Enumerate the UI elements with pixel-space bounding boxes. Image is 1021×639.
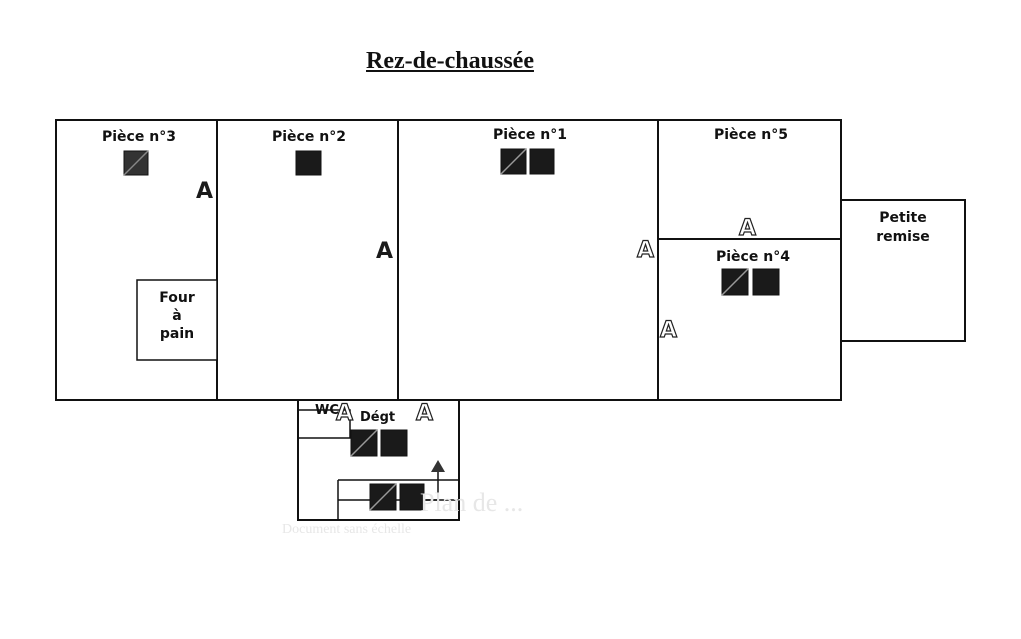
marker-slash-degt (350, 429, 378, 457)
petite-remise-line-2: remise (876, 229, 930, 245)
room-label-petite-remise: Petite remise (866, 209, 940, 247)
marker-slash-p1a (500, 148, 527, 175)
four-a-pain-line-2: à (172, 308, 182, 324)
ghost-text-1: Plan de ... (420, 488, 524, 517)
a-markers: A A A A A A A (196, 179, 757, 427)
a-marker: A (739, 216, 756, 241)
room-label-four-a-pain: Four à pain (147, 289, 207, 343)
stair-arrow-line (420, 470, 439, 501)
stair-arrow-head (431, 460, 445, 472)
marker-slash-p4a (721, 268, 749, 296)
a-marker: A (196, 179, 213, 204)
four-a-pain-outline (136, 279, 218, 361)
marker-square-degt-b (380, 429, 408, 457)
room-label-piece3: Pièce n°3 (102, 129, 176, 145)
wc-outline (297, 409, 351, 439)
room-label-piece4: Pièce n°4 (716, 249, 790, 265)
marker-square-p1b (529, 148, 555, 175)
a-marker: A (660, 318, 677, 343)
room-label-degt: Dégt (360, 410, 396, 425)
marker-slash-p3 (123, 150, 149, 176)
a-marker: A (416, 401, 433, 426)
marker-square-p4b (752, 268, 780, 296)
marker-square-p2 (295, 150, 322, 176)
room-label-piece1: Pièce n°1 (493, 127, 567, 143)
petite-remise-line-1: Petite (879, 210, 927, 226)
petite-remise-outline (840, 199, 966, 342)
annex-outline (297, 399, 460, 521)
a-marker: A (336, 401, 353, 426)
a-marker: A (376, 239, 393, 264)
marker-group (123, 148, 780, 511)
room-label-piece2: Pièce n°2 (272, 129, 346, 145)
marker-slash-stair (369, 483, 397, 511)
room-label-wc: WC (315, 403, 339, 418)
four-a-pain-line-3: pain (159, 326, 195, 342)
marker-square-stair-b (399, 483, 425, 511)
a-marker: A (637, 238, 654, 263)
ghost-text-2: Document sans échelle (282, 522, 412, 537)
plan-title: Rez-de-chaussée (366, 48, 534, 74)
room-label-piece5: Pièce n°5 (714, 127, 788, 143)
four-a-pain-line-1: Four (159, 290, 195, 306)
